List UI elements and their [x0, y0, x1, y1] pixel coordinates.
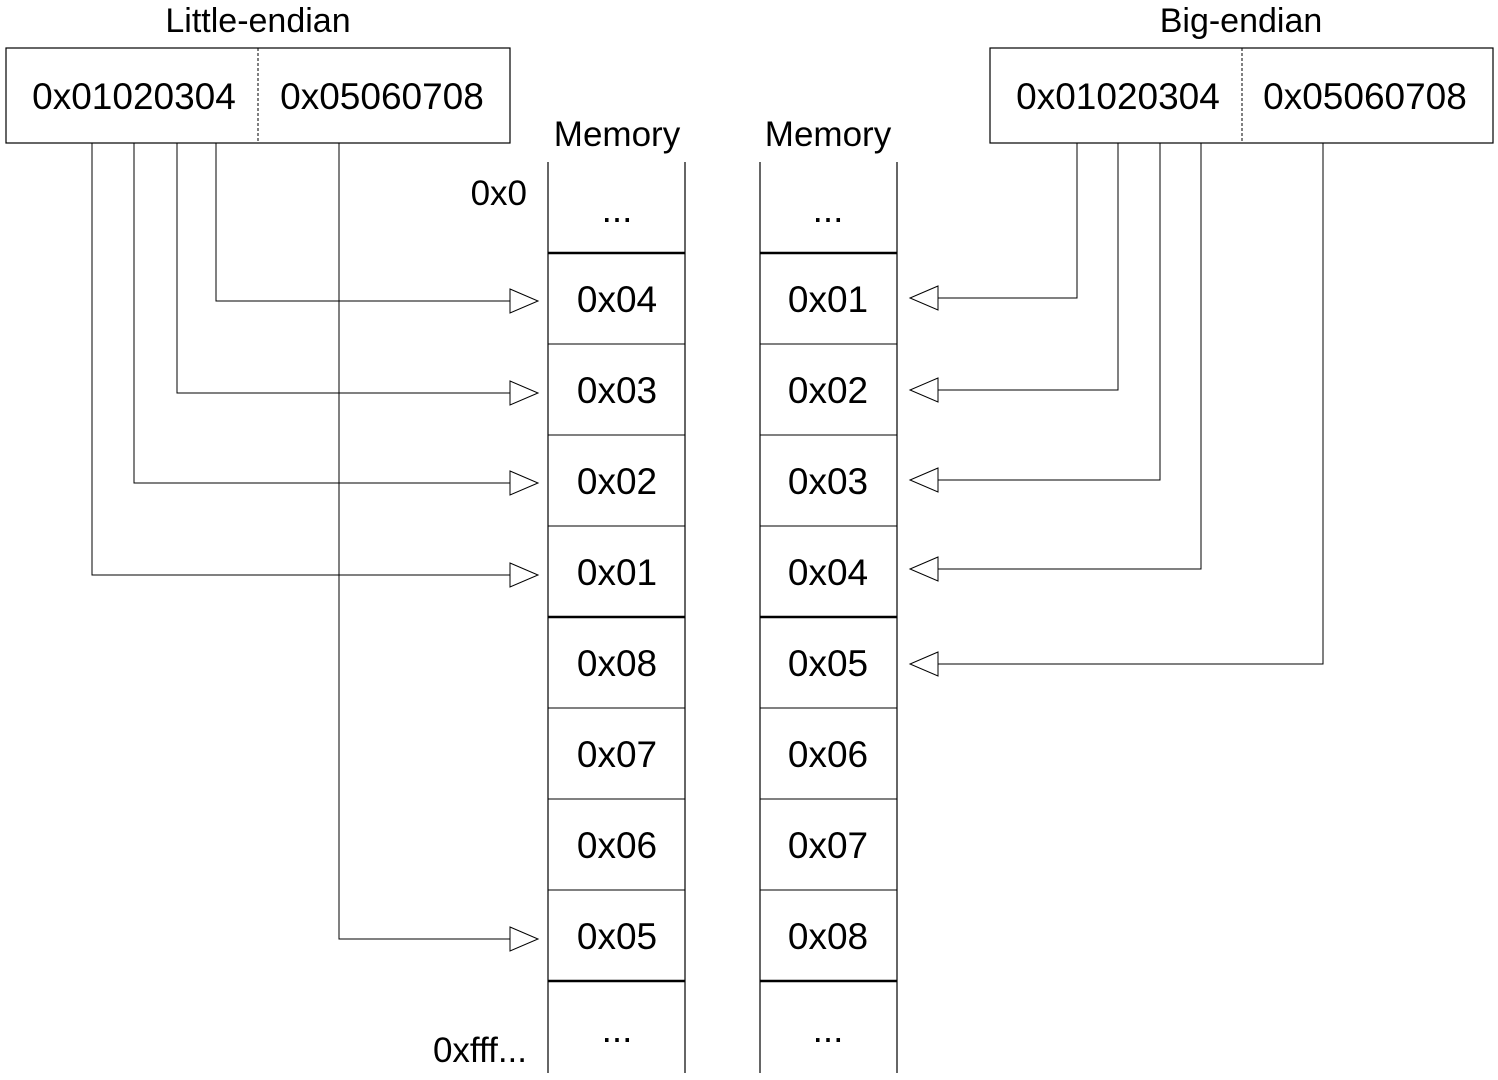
little-endian-cell: 0x01 [577, 552, 657, 593]
big-endian-memory: Memory ... 0x01 0x02 0x03 0x04 0x05 0x06… [759, 115, 898, 1073]
little-endian-word-2: 0x05060708 [280, 76, 484, 117]
little-endian-cell: 0x04 [577, 279, 657, 320]
little-endian-cell: 0x07 [577, 734, 657, 775]
little-endian-memory: Memory 0x0 0xfff... ... 0x04 0x03 0x02 0… [433, 115, 686, 1073]
little-endian-cell: ... [602, 1009, 633, 1050]
big-endian-cell: 0x04 [788, 552, 868, 593]
little-endian-cell: 0x02 [577, 461, 657, 502]
little-endian-cell: ... [602, 189, 633, 230]
big-endian-word-1: 0x01020304 [1016, 76, 1220, 117]
big-endian-connectors [908, 143, 1324, 677]
little-endian-register: Little-endian 0x01020304 0x05060708 [5, 2, 511, 144]
big-endian-cell: ... [813, 189, 844, 230]
little-endian-cell: 0x08 [577, 643, 657, 684]
little-endian-connector [176, 143, 510, 394]
big-endian-register: Big-endian 0x01020304 0x05060708 [989, 2, 1494, 144]
little-endian-connector [338, 143, 510, 940]
little-endian-connector [215, 143, 510, 302]
little-endian-title: Little-endian [165, 2, 350, 40]
big-endian-cell: 0x02 [788, 370, 868, 411]
big-endian-connector [938, 143, 1119, 391]
little-endian-word-1: 0x01020304 [32, 76, 236, 117]
little-endian-connectors [91, 143, 540, 952]
arrowhead-left-icon [908, 556, 939, 582]
big-endian-cell: 0x06 [788, 734, 868, 775]
arrowhead-left-icon [908, 377, 939, 403]
big-endian-cell: 0x05 [788, 643, 868, 684]
little-endian-cell: 0x03 [577, 370, 657, 411]
arrowhead-right-icon [509, 562, 540, 588]
big-endian-word-2: 0x05060708 [1263, 76, 1467, 117]
big-endian-cell: 0x03 [788, 461, 868, 502]
arrowhead-left-icon [908, 467, 939, 493]
arrowhead-left-icon [908, 285, 939, 311]
big-endian-connector [938, 143, 1202, 570]
arrowhead-right-icon [509, 380, 540, 406]
little-endian-connector [133, 143, 510, 484]
arrowhead-right-icon [509, 288, 540, 314]
arrowhead-left-icon [908, 651, 939, 677]
little-endian-memory-label: Memory [554, 115, 681, 154]
big-endian-connector [938, 143, 1078, 299]
arrowhead-right-icon [509, 926, 540, 952]
big-endian-cell: 0x01 [788, 279, 868, 320]
little-endian-connector [91, 143, 510, 576]
big-endian-memory-label: Memory [765, 115, 892, 154]
address-start-label: 0x0 [471, 174, 527, 213]
big-endian-cell: 0x07 [788, 825, 868, 866]
little-endian-cell: 0x06 [577, 825, 657, 866]
little-endian-cell: 0x05 [577, 916, 657, 957]
address-end-label: 0xfff... [433, 1031, 527, 1070]
big-endian-cell: 0x08 [788, 916, 868, 957]
big-endian-connector [938, 143, 1324, 665]
big-endian-title: Big-endian [1160, 2, 1323, 40]
big-endian-cell: ... [813, 1009, 844, 1050]
arrowhead-right-icon [509, 470, 540, 496]
big-endian-connector [938, 143, 1161, 481]
